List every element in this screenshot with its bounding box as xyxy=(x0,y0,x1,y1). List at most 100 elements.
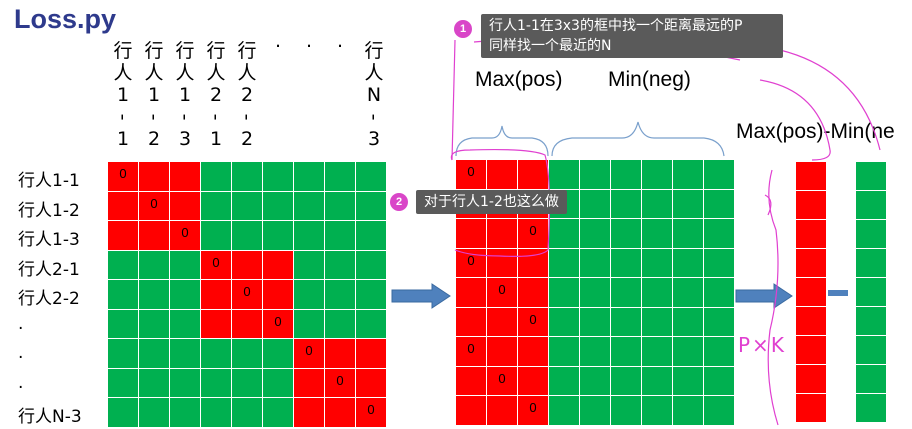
right-arrow-icon xyxy=(735,283,793,309)
matrix-cell xyxy=(294,309,325,339)
row-label: 行人2-2 xyxy=(18,289,80,309)
matrix-cell xyxy=(611,337,642,367)
matrix-cell xyxy=(325,250,356,280)
column-label-char: 1 xyxy=(147,84,161,106)
tooltip-2: 对于行人1-2也这么做 xyxy=(416,190,567,214)
matrix-cell xyxy=(673,337,704,367)
row-label: 行人1-2 xyxy=(18,200,80,221)
matrix-cell xyxy=(356,309,387,339)
matrix-cell xyxy=(549,337,580,367)
column-label-char: 行 xyxy=(175,40,195,62)
vector-cell xyxy=(796,307,826,336)
matrix-cell xyxy=(139,162,170,192)
column-label-char: 人 xyxy=(206,62,226,84)
matrix-cell xyxy=(487,396,518,426)
matrix-cell xyxy=(704,189,735,219)
matrix-cell xyxy=(704,160,735,190)
row-label: 行人2-1 xyxy=(18,259,80,280)
vector-cell xyxy=(856,278,886,307)
matrix-cell xyxy=(549,248,580,278)
pxk-annotation: P×K xyxy=(738,333,786,357)
matrix-cell xyxy=(704,278,735,308)
matrix-cell xyxy=(232,221,263,251)
matrix-cell xyxy=(356,191,387,221)
matrix-cell xyxy=(642,278,673,308)
matrix-cell xyxy=(456,396,487,426)
matrix-cell xyxy=(673,189,704,219)
matrix-cell xyxy=(580,219,611,249)
matrix-cell xyxy=(704,219,735,249)
matrix-cell xyxy=(704,307,735,337)
matrix-cell xyxy=(201,398,232,428)
matrix-cell xyxy=(139,309,170,339)
row-label: 行人1-1 xyxy=(18,171,80,191)
minus-sign xyxy=(828,290,848,296)
matrix-cell xyxy=(263,191,294,221)
vector-cell xyxy=(796,191,826,220)
vector-cell xyxy=(796,278,826,307)
matrix-cell xyxy=(139,398,170,428)
matrix-cell xyxy=(642,248,673,278)
tooltip-1: 行人1-1在3x3的框中找一个距离最远的P 同样找一个最近的N xyxy=(481,14,783,58)
matrix-cell xyxy=(325,191,356,221)
vector-cell xyxy=(796,162,826,191)
column-label: . xyxy=(268,30,288,52)
matrix-cell xyxy=(456,219,487,249)
matrix-cell xyxy=(456,278,487,308)
matrix-cell xyxy=(642,160,673,190)
column-label-char: . xyxy=(274,30,282,52)
vector-cell xyxy=(796,365,826,394)
matrix-cell xyxy=(580,366,611,396)
row-label: 行人1-3 xyxy=(18,230,80,250)
column-label-char: 3 xyxy=(367,128,381,150)
matrix-cell xyxy=(704,366,735,396)
matrix-cell xyxy=(201,221,232,251)
matrix-cell xyxy=(294,250,325,280)
matrix-cell xyxy=(108,309,139,339)
matrix-cell: 0 xyxy=(456,337,487,367)
matrix-cell xyxy=(487,219,518,249)
matrix-cell xyxy=(325,280,356,310)
row-label: . xyxy=(18,313,24,334)
column-label-char: N xyxy=(366,84,382,106)
matrix-cell xyxy=(356,221,387,251)
matrix-cell xyxy=(263,398,294,428)
annotation-badge-2[interactable]: 2 xyxy=(390,193,408,211)
matrix-cell: 0 xyxy=(518,219,549,249)
matrix-cell xyxy=(232,191,263,221)
matrix-cell xyxy=(201,368,232,398)
matrix-cell xyxy=(673,219,704,249)
matrix-cell xyxy=(294,221,325,251)
matrix-cell xyxy=(139,250,170,280)
matrix-cell: 0 xyxy=(139,191,170,221)
matrix-cell xyxy=(487,160,518,190)
vector-cell xyxy=(856,191,886,220)
matrix-cell: 0 xyxy=(518,307,549,337)
matrix-cell xyxy=(704,396,735,426)
matrix-cell xyxy=(170,368,201,398)
matrix-cell xyxy=(170,309,201,339)
annotation-badge-1[interactable]: 1 xyxy=(454,20,472,38)
matrix-cell xyxy=(108,280,139,310)
matrix-cell xyxy=(201,162,232,192)
matrix-cell xyxy=(263,280,294,310)
column-label-char: 行 xyxy=(364,40,384,62)
matrix-cell xyxy=(549,366,580,396)
matrix-cell xyxy=(611,366,642,396)
matrix-cell xyxy=(232,368,263,398)
vector-cell xyxy=(796,249,826,278)
brace-annotations xyxy=(455,121,725,157)
row-label: 行人N-3 xyxy=(18,407,82,427)
column-label-char: 人 xyxy=(175,62,195,84)
matrix-cell xyxy=(356,280,387,310)
matrix-cell xyxy=(294,398,325,428)
matrix-cell xyxy=(518,248,549,278)
column-label-char: 1 xyxy=(116,128,130,150)
matrix-cell xyxy=(611,278,642,308)
matrix-cell xyxy=(108,398,139,428)
matrix-cell xyxy=(487,248,518,278)
matrix-cell xyxy=(518,278,549,308)
matrix-cell xyxy=(549,307,580,337)
